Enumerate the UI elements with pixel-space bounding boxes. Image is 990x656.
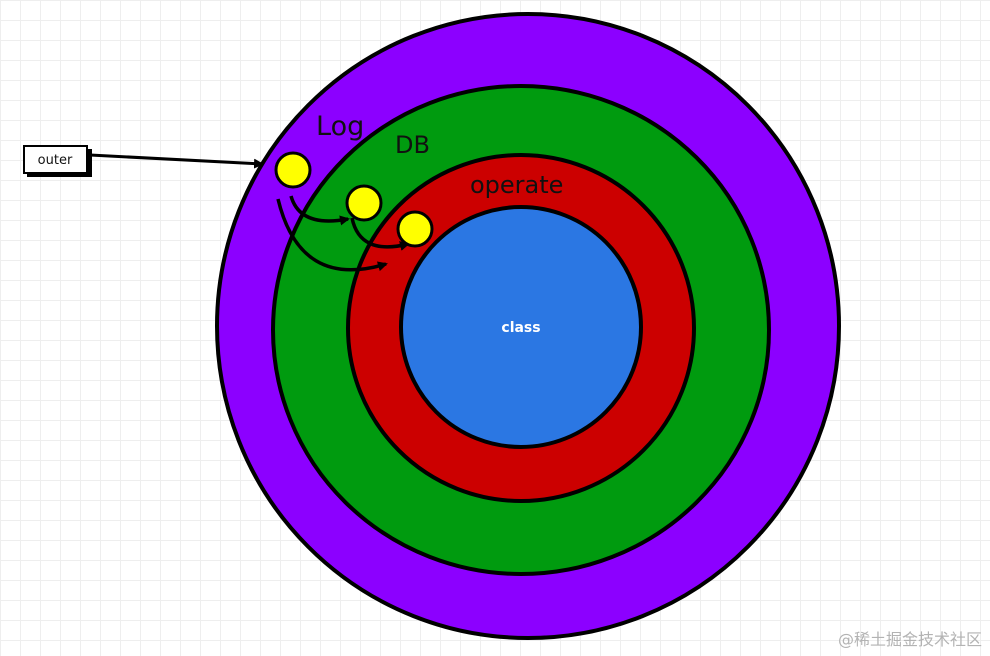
arrow-outer-to-log xyxy=(89,153,264,169)
label-log: Log xyxy=(316,111,364,142)
label-db: DB xyxy=(395,131,430,159)
node-log xyxy=(274,151,312,189)
outer-box-label: outer xyxy=(38,153,73,168)
ring-class xyxy=(399,205,643,449)
node-db xyxy=(345,184,383,222)
node-operate xyxy=(396,210,434,248)
arrow-log-to-db xyxy=(289,195,350,226)
watermark: @稀土掘金技术社区 xyxy=(837,630,982,649)
outer-box xyxy=(23,145,88,174)
arrow-log-to-operate xyxy=(276,198,388,272)
arrow-db-to-operate xyxy=(350,217,410,251)
label-operate: operate xyxy=(470,171,563,199)
label-class: class xyxy=(501,320,540,336)
